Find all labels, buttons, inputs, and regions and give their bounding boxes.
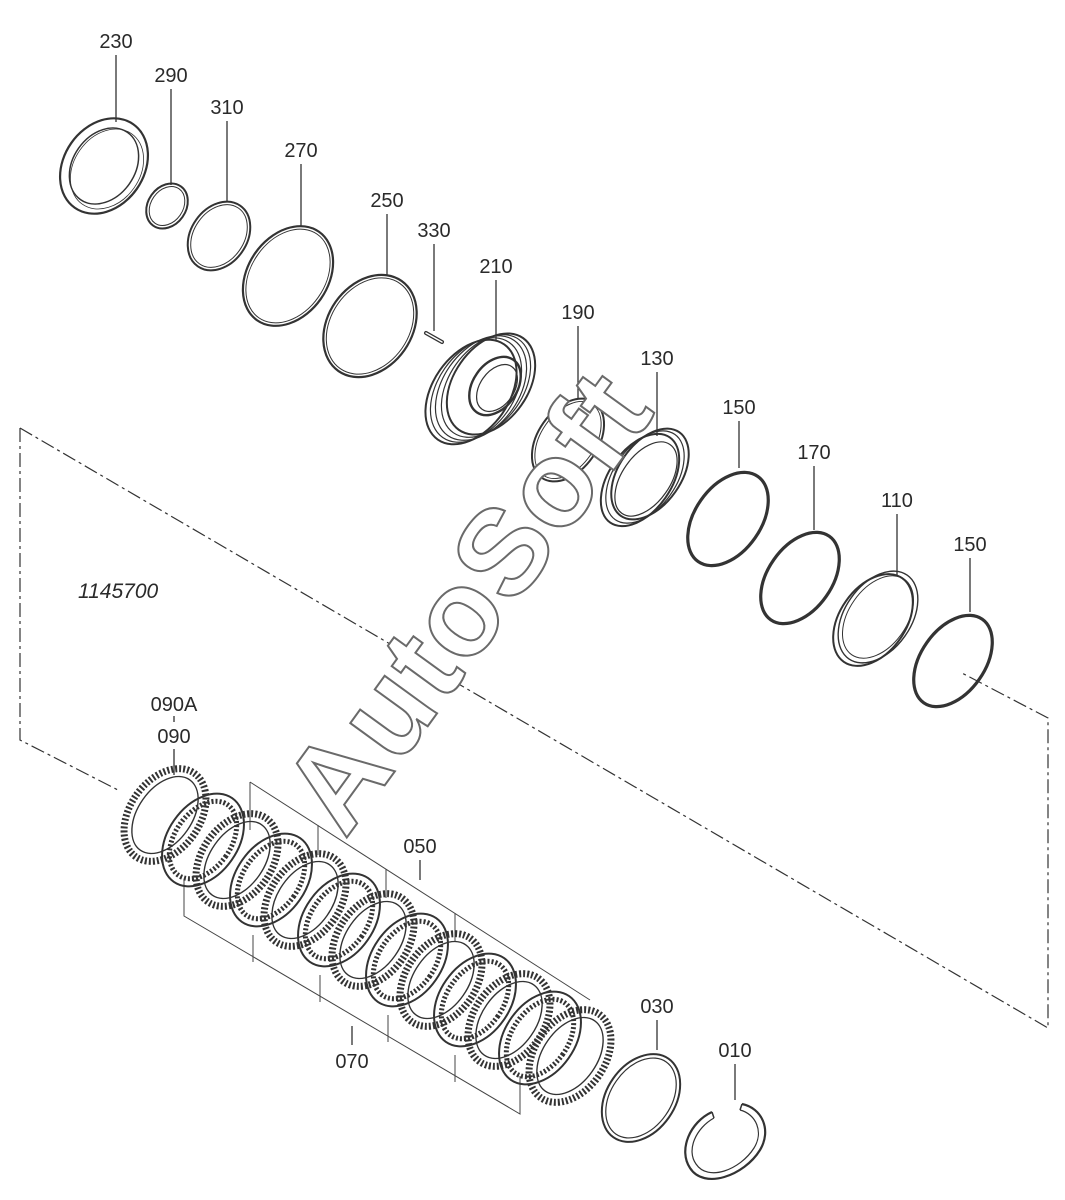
label-210: 210 <box>479 256 512 278</box>
clutch-disc[interactable] <box>482 976 598 1100</box>
clutch-plate[interactable] <box>179 798 295 922</box>
label-150-upper: 150 <box>722 397 755 419</box>
part-250-seal-ring[interactable] <box>304 257 436 395</box>
leader-lines <box>115 55 971 1100</box>
label-010: 010 <box>718 1040 751 1062</box>
reference-number: 1145700 <box>78 580 159 603</box>
part-310-o-ring[interactable] <box>175 190 263 283</box>
clutch-plate[interactable] <box>315 878 431 1002</box>
label-090a: 090A <box>151 694 198 716</box>
clutch-disc[interactable] <box>145 778 261 902</box>
part-190-o-ring[interactable] <box>517 385 619 495</box>
clutch-disc[interactable] <box>281 858 397 982</box>
part-290-o-ring[interactable] <box>138 175 197 236</box>
label-270: 270 <box>284 140 317 162</box>
label-070: 070 <box>335 1051 368 1073</box>
part-230-washer[interactable] <box>42 101 166 230</box>
part-150-upper-seal-ring[interactable] <box>671 457 785 580</box>
part-030-retaining-plate[interactable] <box>586 1039 697 1157</box>
part-270-seal-ring[interactable] <box>224 209 351 343</box>
clutch-disc[interactable] <box>349 898 465 1022</box>
label-250: 250 <box>370 190 403 212</box>
part-210-piston[interactable] <box>407 317 554 461</box>
clutch-plate[interactable] <box>512 994 628 1118</box>
label-310: 310 <box>210 97 243 119</box>
label-150-lower: 150 <box>953 534 986 556</box>
part-090-steel-plate[interactable] <box>107 753 223 877</box>
label-290: 290 <box>154 65 187 87</box>
part-330-pin[interactable] <box>424 331 444 344</box>
clutch-disc[interactable] <box>417 938 533 1062</box>
label-170: 170 <box>797 442 830 464</box>
part-110-sleeve[interactable] <box>817 556 935 680</box>
label-090: 090 <box>157 726 190 748</box>
label-330: 330 <box>417 220 450 242</box>
label-130: 130 <box>640 348 673 370</box>
assembly-axis-lines <box>19 427 1049 1030</box>
clutch-plate[interactable] <box>247 838 363 962</box>
watermark-text: AutoSoft <box>256 346 678 855</box>
part-150-lower-seal-ring[interactable] <box>898 601 1009 721</box>
clutch-disc[interactable] <box>213 818 329 942</box>
part-170-seal-ring[interactable] <box>745 518 856 638</box>
part-010-snap-ring[interactable] <box>684 1102 767 1180</box>
label-050: 050 <box>403 836 436 858</box>
label-110: 110 <box>881 490 913 512</box>
label-190: 190 <box>561 302 594 324</box>
clutch-plate[interactable] <box>383 918 499 1042</box>
part-130-retainer[interactable] <box>585 414 705 540</box>
clutch-plate[interactable] <box>451 958 567 1082</box>
label-230: 230 <box>99 31 132 53</box>
clutch-pack <box>107 753 628 1118</box>
label-030: 030 <box>640 996 673 1018</box>
part-labels: 230 290 310 270 250 330 210 190 130 150 … <box>99 31 986 1073</box>
